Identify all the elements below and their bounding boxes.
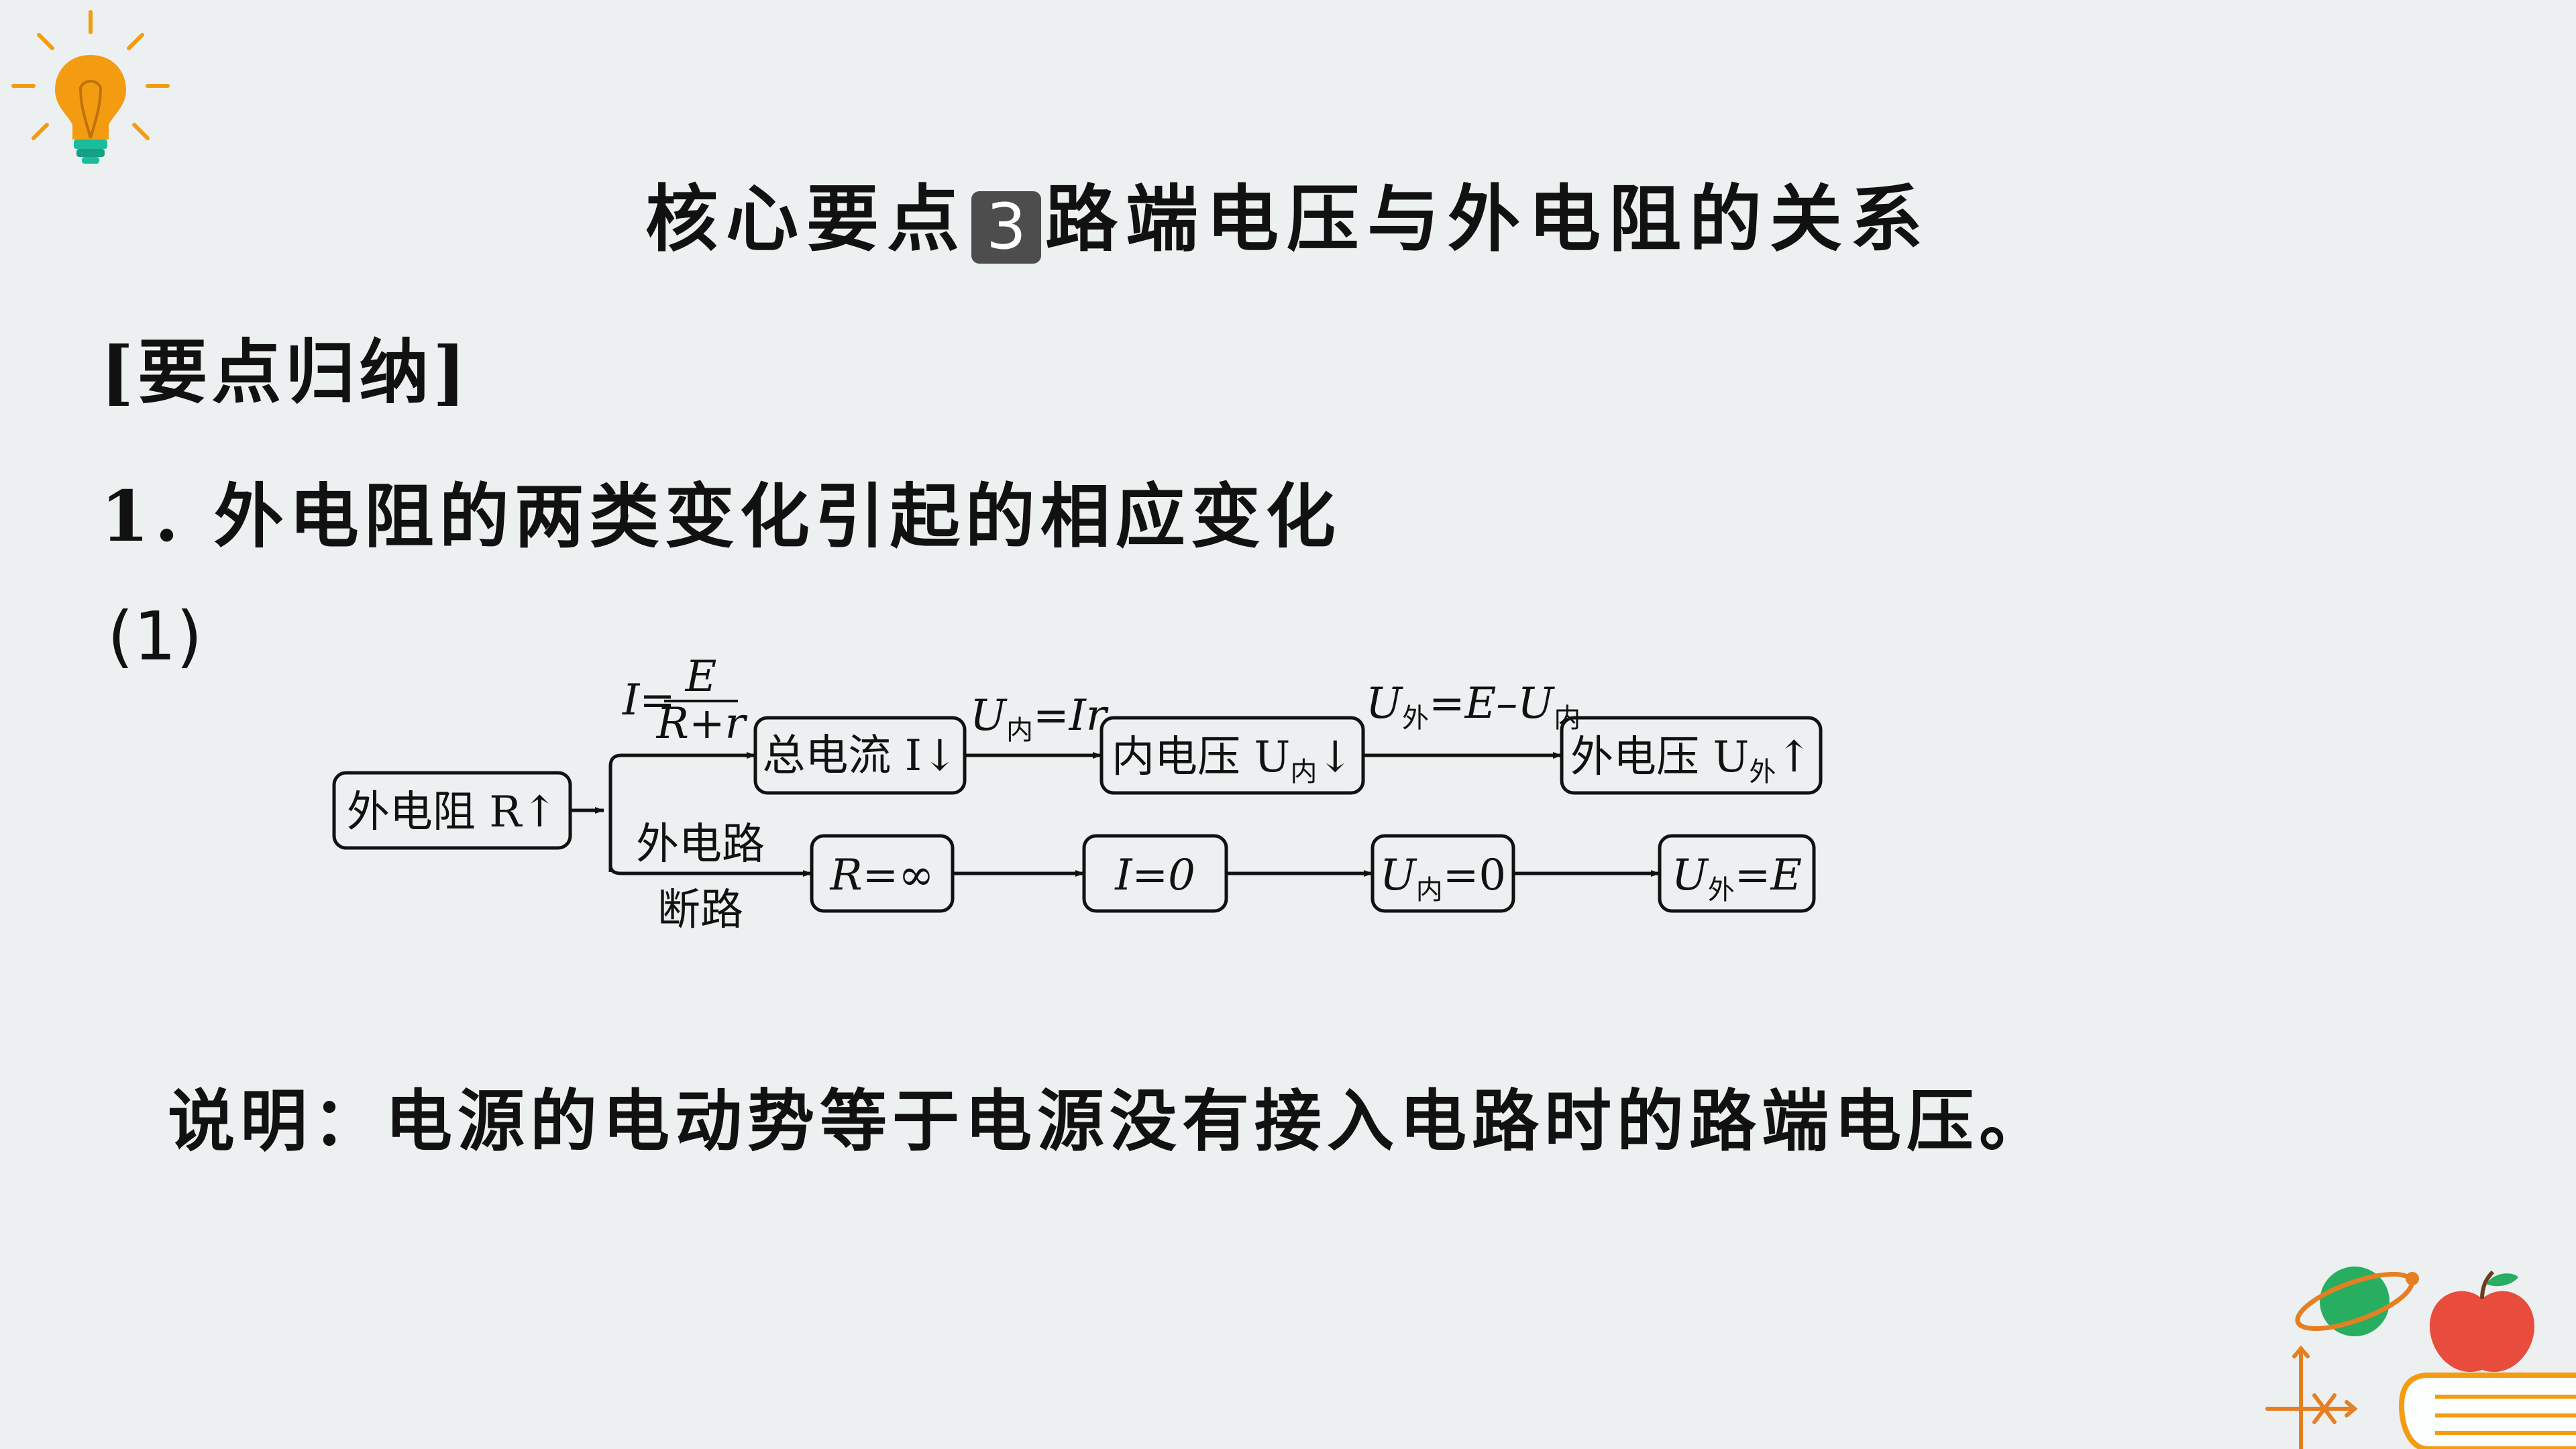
formula-inner: U内=Ir	[970, 691, 1109, 746]
formula-current-numerator: E	[685, 652, 717, 702]
formula-outer: U外=E–U内	[1366, 679, 1580, 734]
formula-current-lhs: I=	[622, 676, 676, 725]
decoration-cluster	[2265, 1267, 2576, 1449]
explanation-note: 说明：电源的电动势等于电源没有接入电路时的路端电压。	[168, 1081, 2051, 1161]
u-inner-zero-label: U内=0	[1380, 851, 1506, 906]
lightbulb-icon	[11, 10, 170, 164]
section-heading: [要点归纳]	[101, 331, 470, 413]
sub-item-1: (1)	[107, 597, 203, 676]
title-prefix: 核心要点	[645, 177, 967, 262]
start-box-label: 外电阻 R↑	[347, 788, 557, 837]
u-outer-e-label: U外=E	[1672, 851, 1802, 906]
i-zero-label: I=0	[1114, 851, 1195, 900]
total-current-label: 总电流 I↓	[762, 731, 957, 781]
r-infinity-label: R=∞	[829, 851, 934, 900]
title-number-badge: 3	[971, 191, 1041, 264]
inner-voltage-label: 内电压 U内↓	[1112, 733, 1353, 788]
branch-label-line2: 断路	[657, 885, 743, 935]
branch-label-line1: 外电路	[636, 820, 765, 869]
apple-icon	[2429, 1270, 2535, 1373]
planet-icon	[2295, 1267, 2419, 1336]
point-1-heading: 1. 外电阻的两类变化引起的相应变化	[101, 475, 1341, 557]
axis-icon	[2265, 1345, 2358, 1449]
formula-current-denominator: R+r	[656, 699, 748, 749]
book-icon	[2398, 1373, 2576, 1449]
title-suffix: 路端电压与外电阻的关系	[1045, 177, 1931, 262]
outer-voltage-label: 外电压 U外↑	[1570, 733, 1812, 788]
